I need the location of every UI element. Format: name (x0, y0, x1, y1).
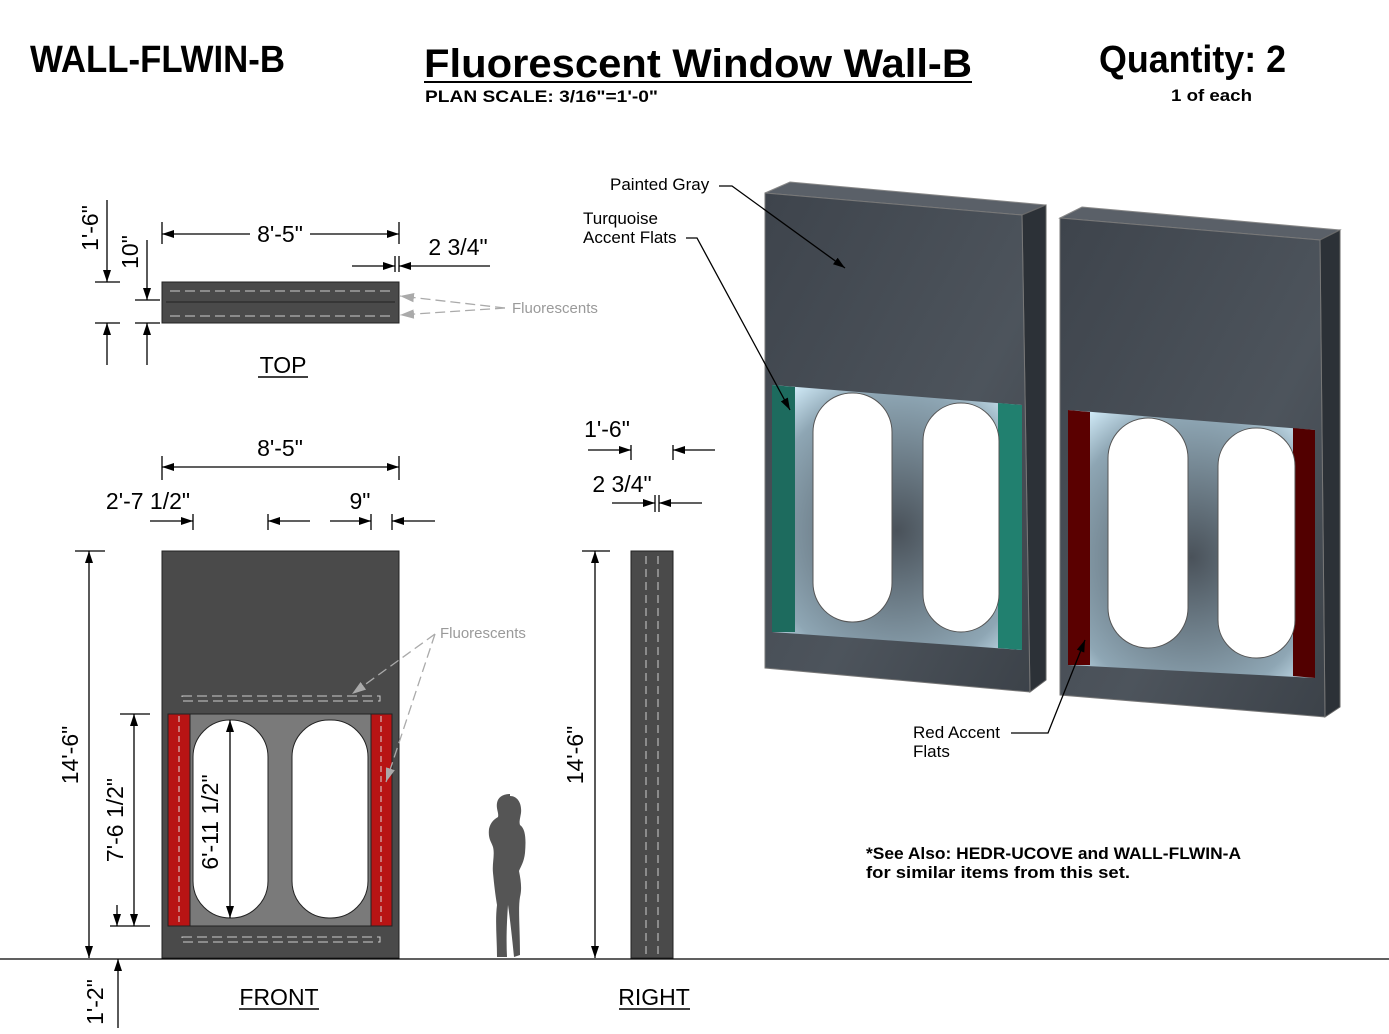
front-view: Fluorescents 8'-5" 2'-7 1/2" 9" 14'-6" 7… (57, 435, 526, 1028)
right-depth-dim: 1'-6" (584, 416, 630, 442)
drawing-title: Fluorescent Window Wall-B (424, 42, 972, 86)
right-view-label: RIGHT (618, 984, 690, 1010)
drawing-code: WALL-FLWIN-B (30, 39, 285, 81)
right-height-dim: 14'-6" (562, 726, 588, 785)
top-width-dim: 8'-5" (257, 221, 303, 247)
top-fluorescents-label: Fluorescents (512, 300, 598, 317)
red-accent-label-line2: Flats (913, 742, 950, 761)
top-edge-dim: 2 3/4" (428, 234, 487, 260)
front-left-offset-dim: 2'-7 1/2" (106, 488, 190, 514)
right-edge-dim: 2 3/4" (592, 471, 651, 497)
right-view: 1'-6" 2 3/4" 14'-6" RIGHT (562, 416, 715, 1010)
front-width-dim: 8'-5" (257, 435, 303, 461)
front-window-height-dim: 7'-6 1/2" (102, 778, 128, 862)
quantity-label: Quantity: 2 (1099, 39, 1286, 81)
front-fluorescents-label: Fluorescents (440, 625, 526, 642)
front-view-label: FRONT (239, 984, 318, 1010)
front-base-dim: 1'-2" (82, 979, 108, 1025)
top-view-label: TOP (260, 352, 307, 378)
quantity-note: 1 of each (1171, 86, 1252, 105)
window-opening (291, 719, 369, 919)
top-view: 8'-5" 2 3/4" 1'-6" 10" Fluorescents TOP (77, 200, 598, 378)
top-depth-inner-dim: 10" (117, 235, 143, 269)
see-also-note-line2: for similar items from this set. (866, 863, 1130, 882)
top-depth-outer-dim: 1'-6" (77, 205, 103, 251)
front-right-offset-dim: 9" (350, 488, 371, 514)
see-also-note-line1: *See Also: HEDR-UCOVE and WALL-FLWIN-A (866, 844, 1241, 863)
render-panel-red (1058, 206, 1342, 718)
turquoise-label-line2: Accent Flats (583, 228, 677, 247)
scale-label: PLAN SCALE: 3/16"=1'-0" (425, 87, 658, 106)
red-accent-label-line1: Red Accent (913, 723, 1000, 742)
turquoise-label-line1: Turquoise (583, 209, 658, 228)
render-panel-turquoise (764, 181, 1047, 693)
painted-gray-label: Painted Gray (610, 175, 710, 194)
front-opening-height-dim: 6'-11 1/2" (197, 774, 223, 869)
front-height-dim: 14'-6" (57, 726, 83, 785)
person-scale-figure (488, 794, 526, 957)
